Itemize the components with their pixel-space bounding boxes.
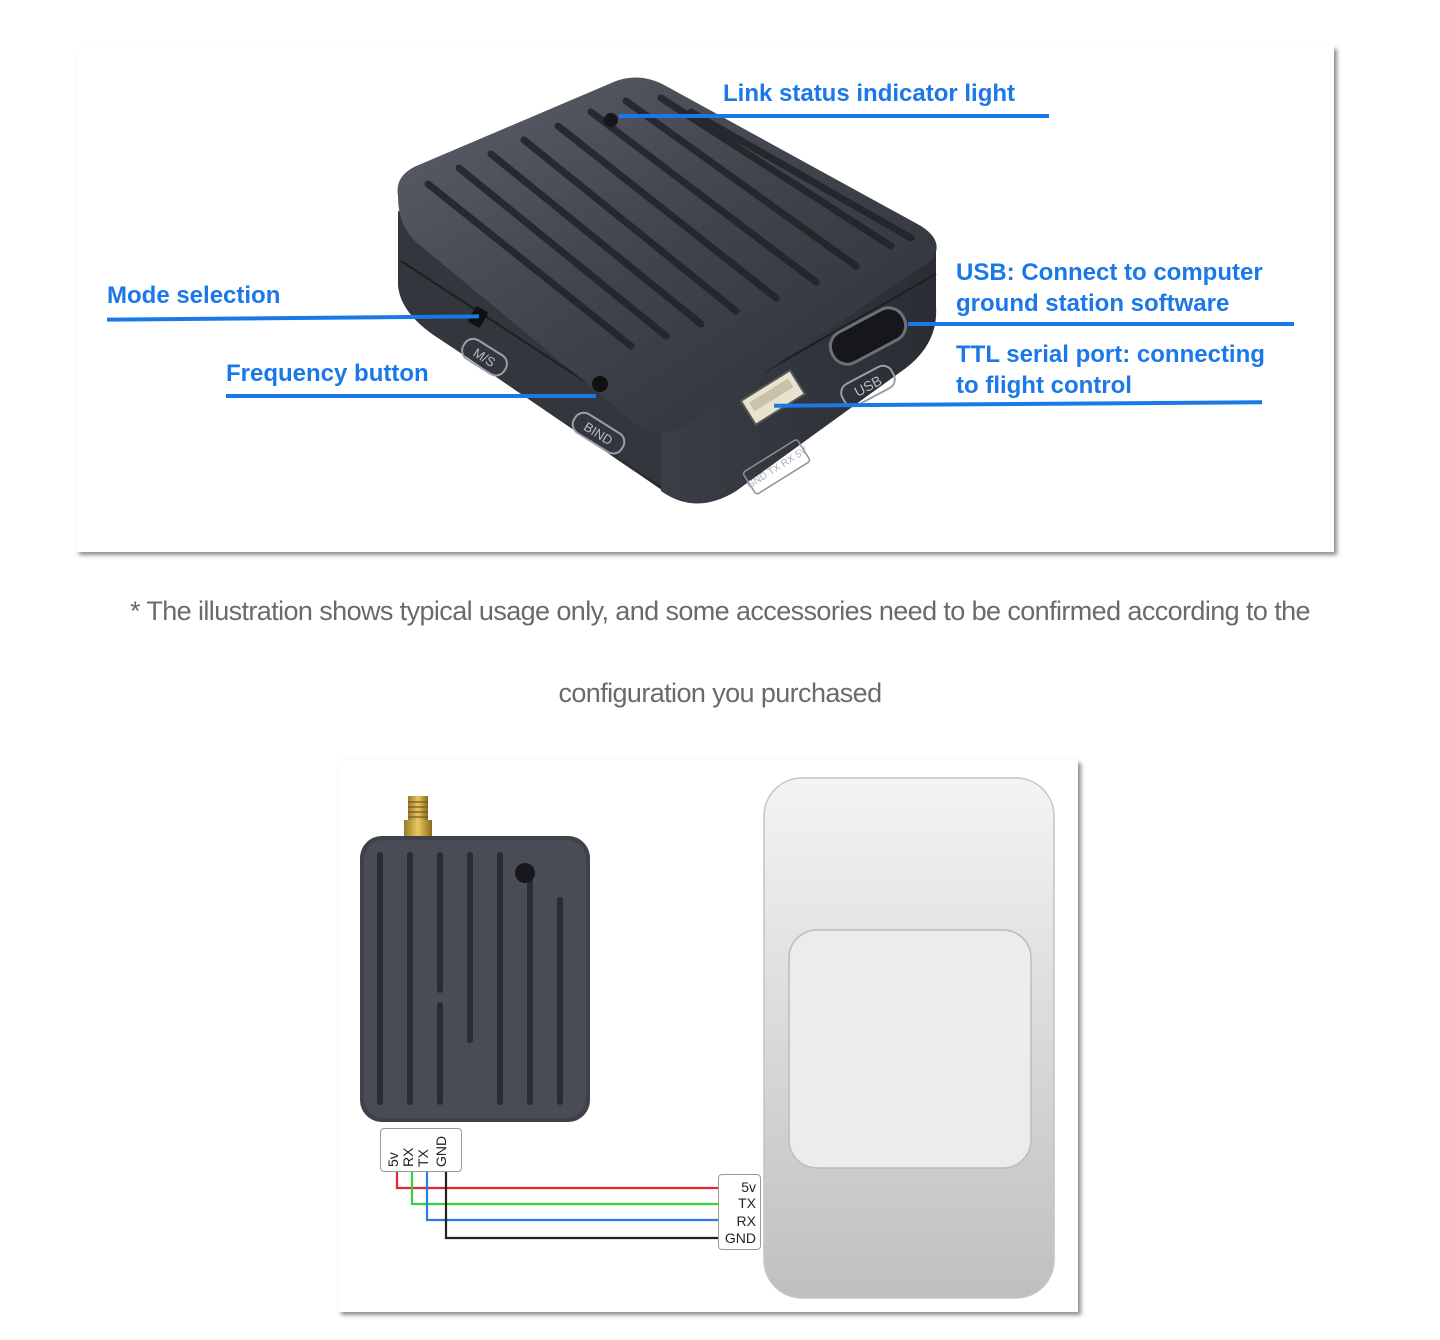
wire-w1 xyxy=(395,1170,718,1190)
frequency-button-callout: Frequency button xyxy=(226,360,429,387)
module-pin-5v: 5v xyxy=(385,1152,401,1167)
wire-w3 xyxy=(425,1170,718,1222)
module-pin-header: 5v RX TX GND xyxy=(380,1128,462,1172)
mode-selection-callout: Mode selection xyxy=(107,282,281,309)
controller-pin-tx: TX xyxy=(738,1195,756,1211)
radio-module-top-view xyxy=(360,836,590,1122)
link-status-leader-line xyxy=(619,114,1049,118)
module-pin-gnd: GND xyxy=(433,1135,449,1167)
antenna-connector xyxy=(404,796,432,836)
link-status-callout: Link status indicator light xyxy=(723,80,1016,107)
ttl-callout-line2: to flight control xyxy=(956,372,1132,399)
controller-pin-header: 5v TX RX GND xyxy=(718,1174,761,1250)
flight-controller-board xyxy=(763,777,1055,1299)
module-pin-rx: RX xyxy=(400,1147,416,1167)
wires xyxy=(395,1170,718,1240)
usb-callout-line1: USB: Connect to computer xyxy=(956,259,1263,286)
wiring-diagram-graphic xyxy=(360,777,1055,1299)
caption-line-1: * The illustration shows typical usage o… xyxy=(130,596,1310,626)
module-pin-tx: TX xyxy=(415,1149,431,1167)
ttl-callout-line1: TTL serial port: connecting xyxy=(956,341,1265,368)
wire-w4 xyxy=(444,1170,718,1240)
device-callout-figure: M/S BIND USB GND TX RX 5V xyxy=(76,46,1334,552)
usb-callout-line2: ground station software xyxy=(956,290,1230,317)
frequency-button-leader-line xyxy=(226,394,596,398)
usb-leader-line xyxy=(908,322,1294,326)
wire-w2 xyxy=(410,1170,718,1206)
controller-pin-5v: 5v xyxy=(741,1179,756,1195)
controller-pin-rx: RX xyxy=(736,1213,756,1229)
caption-line-2: configuration you purchased xyxy=(558,678,882,708)
wiring-diagram: 5v RX TX GND 5v TX RX GND xyxy=(338,760,1078,1312)
radio-module-photo: M/S BIND USB GND TX RX 5V xyxy=(397,77,937,504)
controller-pin-gnd: GND xyxy=(724,1230,756,1246)
